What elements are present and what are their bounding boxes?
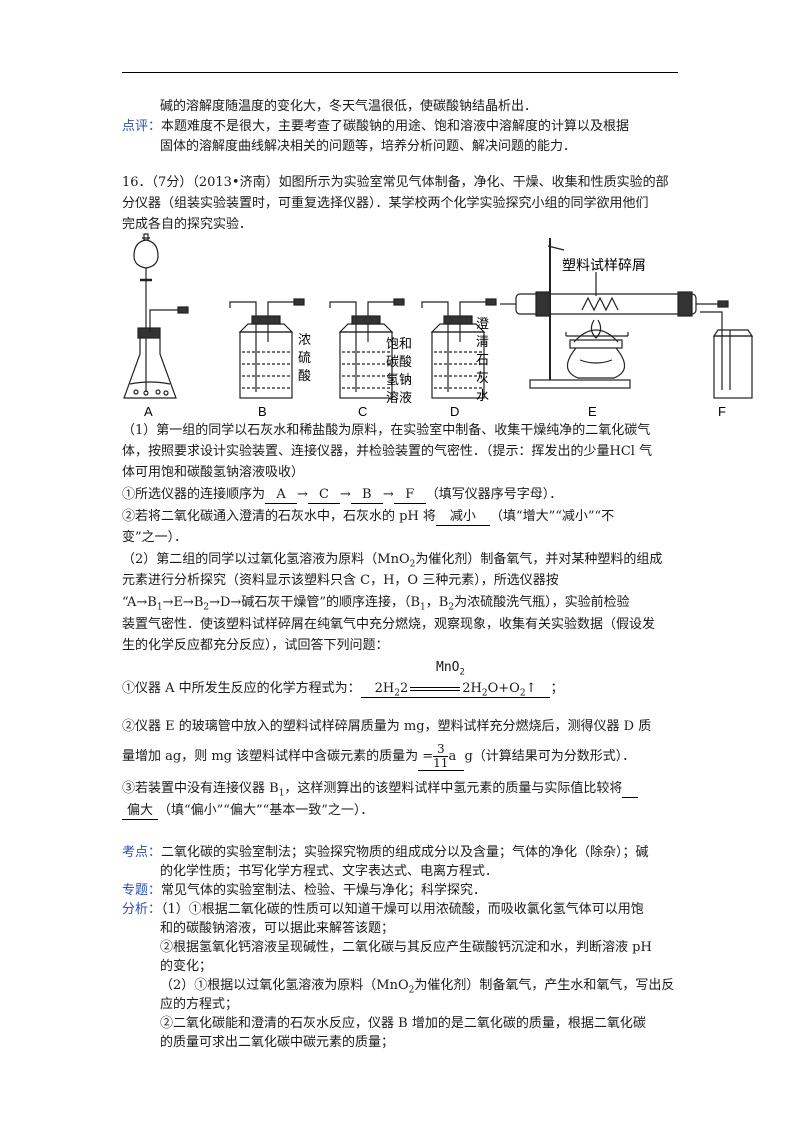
- fenxi-line-6: 应的方程式；: [160, 997, 239, 1012]
- d-text-2: 清: [476, 335, 489, 350]
- part1-q2-line-2: 变”之一）．: [122, 530, 188, 545]
- part2-q3-line-2: 偏大（填“偏小”“偏大”“基本一致”之一）．: [122, 800, 373, 821]
- b-text-1: 浓: [298, 333, 311, 348]
- part1-line-3: 体可用饱和碳酸氢钠溶液吸收）: [122, 465, 305, 480]
- fenxi-line-4: 的变化；: [160, 959, 213, 974]
- review-line-1: 点评：本题难度不是很大，主要考查了碳酸钠的用途、饱和溶液中溶解度的计算以及根据: [122, 119, 630, 134]
- answer-ph: 减小: [435, 509, 490, 526]
- continued-text: 碱的溶解度随温度的变化大，冬天气温很低，使碳酸钠结晶析出．: [160, 99, 538, 114]
- fenxi-line-1: 分析：（1）①根据二氧化碳的性质可以知道干燥可以用浓硫酸，而吸收氯化氢气体可以用…: [122, 902, 644, 917]
- c-text-4: 溶液: [386, 391, 412, 406]
- part1-line-1: （1）第一组的同学以石灰水和稀盐酸为原料，在实验室中制备、收集干燥纯净的二氧化碳…: [122, 423, 651, 438]
- c-text-3: 氢钠: [386, 373, 412, 388]
- answer-a: A: [265, 487, 298, 504]
- part1-q2: ②若将二氧化碳通入澄清的石灰水中，石灰水的 pH 将减小（填“增大”“减小”“不: [122, 509, 615, 526]
- b-text-2: 硫: [298, 351, 311, 366]
- b-text-3: 酸: [298, 369, 311, 384]
- label-a: A: [144, 404, 153, 419]
- zhuanti-line: 专题：常见气体的实验室制法、检验、干燥与净化；科学探究．: [122, 883, 487, 898]
- part2-q3-line-1: ③若装置中没有连接仪器 B1，这样测算出的该塑料试样中氢元素的质量与实际值比较将: [122, 778, 639, 799]
- fenxi-line-3: ②根据氢氧化钙溶液呈现碱性，二氧化碳与其反应产生碳酸钙沉淀和水，判断溶液 pH: [160, 940, 652, 955]
- apparatus-f: [700, 311, 754, 399]
- kaodian-line-1: 考点：二氧化碳的实验室制法；实验探究物质的组成成分以及含量；气体的净化（除杂）；…: [122, 845, 649, 860]
- answer-c: C: [307, 487, 340, 504]
- apparatus-a: [123, 233, 189, 399]
- kaodian-line-2: 的化学性质；书写化学方程式、文字表达式、电离方程式．: [160, 864, 499, 879]
- c-text-2: 碳酸: [386, 355, 412, 370]
- kaodian-label: 考点：: [122, 845, 162, 860]
- fenxi-label: 分析：: [122, 902, 162, 917]
- label-d: D: [450, 404, 459, 419]
- label-f: F: [718, 404, 726, 419]
- e-caption: 塑料试样碎屑: [562, 258, 646, 274]
- answer-hydrogen: 偏大: [122, 803, 158, 820]
- fenxi-line-8: 的质量可求出二氧化碳中碳元素的质量；: [160, 1035, 395, 1050]
- part2-line-5: 生的化学反应都充分反应），试回答下列问题：: [122, 638, 389, 653]
- part2-q2-line-1: ②仪器 E 的玻璃管中放入的塑料试样碎屑质量为 mg，塑料试样充分燃烧后，测得仪…: [122, 719, 652, 734]
- part2-line-4: 装置气密性．使该塑料试样碎屑在纯氧气中充分燃烧，观察现象，收集有关实验数据（假设…: [122, 617, 656, 632]
- d-text-1: 澄: [476, 317, 489, 332]
- apparatus-d: [421, 298, 497, 399]
- review-label: 点评：: [122, 119, 162, 134]
- label-e: E: [588, 404, 597, 419]
- answer-f: F: [393, 487, 426, 504]
- zhuanti-label: 专题：: [122, 883, 162, 898]
- part2-line-2: 元素进行分析探究（资料显示该塑料只含 C，H，O 三种元素），所选仪器按: [122, 573, 559, 588]
- d-text-3: 石: [476, 353, 489, 368]
- c-text-1: 饱和: [386, 337, 412, 352]
- part1-line-2: 体，按照要求设计实验装置、连接仪器，并检验装置的气密性．（提示：挥发出的少量HC…: [122, 444, 653, 459]
- part2-line-1: （2）第二组的同学以过氧化氢溶液为原料（MnO2为催化剂）制备氧气，并对某种塑料…: [122, 552, 663, 570]
- catalyst-label: MnO2: [436, 660, 465, 678]
- d-text-4: 灰: [476, 371, 489, 386]
- label-b: B: [258, 404, 267, 419]
- fenxi-line-2: 和的碳酸钠溶液，可以据此来解答该题；: [160, 921, 395, 936]
- header-rule: [122, 72, 678, 73]
- apparatus-c: [329, 298, 405, 399]
- part2-line-3: “A→B1→E→B2→D→碱石灰干燥管”的顺序连接，（B1，B2为浓硫酸洗气瓶）…: [122, 595, 630, 613]
- apparatus-e: [500, 238, 729, 389]
- apparatus-figure: A B C D E F 浓 硫 酸 饱和 碳酸 氢钠 溶液 澄 清 石 灰 水 …: [123, 233, 754, 419]
- apparatus-b: [229, 298, 305, 399]
- question-line-1: 16．（7分）（2013•济南）如图所示为实验室常见气体制备，净化、干燥、收集和…: [122, 175, 669, 190]
- d-text-5: 水: [476, 389, 489, 404]
- question-line-2: 分仪器（组装实验装置时，可重复选择仪器）．某学校两个化学实验探究小组的同学欲用他…: [122, 196, 649, 211]
- label-c: C: [358, 404, 367, 419]
- review-line-2: 固体的溶解度曲线解决相关的问题等，培养分析问题、解决问题的能力．: [160, 139, 577, 154]
- fenxi-line-7: ②二氧化碳能和澄清的石灰水反应，仪器 B 增加的是二氧化碳的质量，根据二氧化碳: [160, 1016, 646, 1031]
- question-line-3: 完成各自的探究实验．: [122, 217, 253, 232]
- fenxi-line-5: （2）①根据以过氧化氢溶液为原料（MnO2为催化剂）制备氧气，产生水和氧气，写出…: [160, 978, 675, 996]
- answer-b: B: [350, 487, 383, 504]
